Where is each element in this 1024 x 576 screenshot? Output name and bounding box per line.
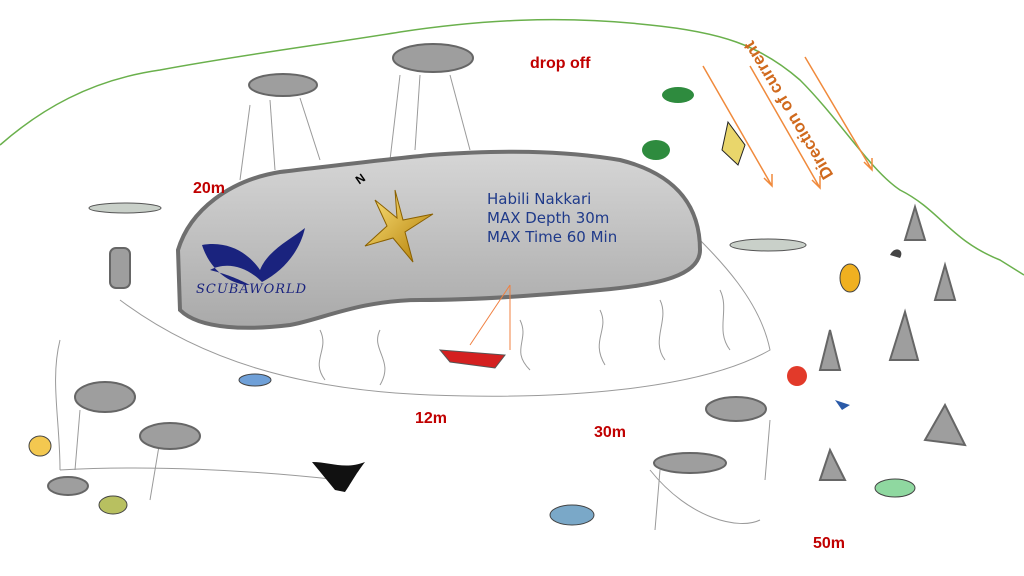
scubaworld-logo: [202, 228, 305, 285]
depth-label-12m: 12m: [415, 410, 448, 427]
slope-lines: [55, 74, 771, 531]
green-fish-icon: [874, 478, 916, 498]
marine-life: [28, 87, 916, 526]
reef-fish-icon: [238, 373, 272, 387]
butterflyfish-icon: [28, 435, 52, 457]
reef-edge-line: [0, 18, 1024, 276]
parrotfish-icon: [549, 504, 595, 526]
site-name: Habili Nakkari: [487, 190, 592, 208]
depth-label-20m: 20m: [193, 180, 226, 197]
site-info: Habili Nakkari MAX Depth 30m MAX Time 60…: [487, 190, 617, 247]
manta-ray-icon: [312, 462, 365, 492]
depth-label-50m: 50m: [813, 535, 846, 552]
bannerfish-icon: [721, 120, 746, 166]
max-time: MAX Time 60 Min: [487, 228, 618, 246]
boat-icon: [438, 284, 511, 369]
wrasse-fish-icon: [642, 140, 670, 160]
drop-off-label: drop off: [530, 55, 591, 72]
striped-fish-icon: [98, 495, 128, 515]
current-arrows: [702, 56, 873, 190]
rock-tops: [47, 43, 967, 496]
depth-label-30m: 30m: [594, 424, 627, 441]
wrasse-fish-icon: [662, 87, 694, 103]
compass-rose-icon: [364, 189, 434, 263]
max-depth: MAX Depth 30m: [487, 209, 610, 227]
yellow-fish-icon: [839, 263, 861, 293]
shark-icon: [88, 202, 162, 214]
main-reef: [175, 149, 703, 330]
small-ray-icon: [835, 400, 850, 410]
brand-name: SCUBAWORLD: [196, 282, 308, 297]
octopus-icon: [787, 366, 807, 386]
shark-icon: [729, 238, 807, 252]
